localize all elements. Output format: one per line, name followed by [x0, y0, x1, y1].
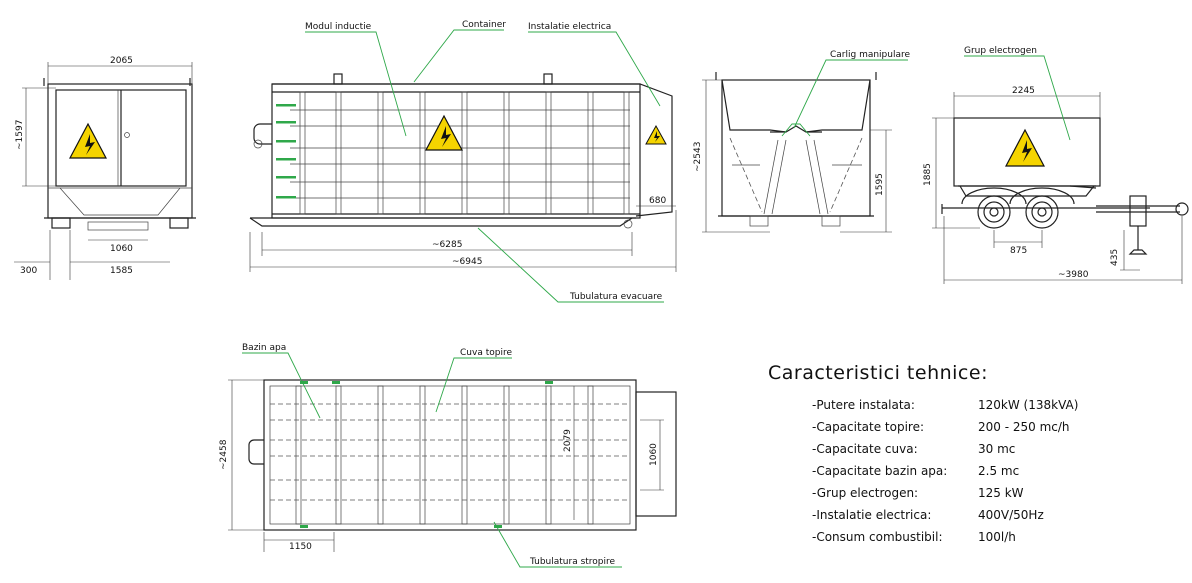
- frame-post: [503, 91, 510, 215]
- dim-gen-height: 1885: [923, 163, 933, 186]
- frame-post: [295, 385, 302, 525]
- spec-row: -Grup electrogen: 125 kW: [768, 486, 1024, 508]
- spec-name: -Grup electrogen:: [812, 486, 919, 500]
- dim-gen-length: ~3980: [1058, 270, 1089, 280]
- spec-row: -Capacitate cuva: 30 mc: [768, 442, 1015, 464]
- top-view: ~2458 2079 1060 1150: [219, 379, 677, 552]
- dim-front-width: 2065: [110, 56, 133, 66]
- technical-specs: Caracteristici tehnice: -Putere instalat…: [768, 362, 1078, 552]
- spec-row: -Consum combustibil: 100l/h: [768, 530, 1016, 552]
- frame-post: [587, 385, 594, 525]
- label-instalatie-electrica: Instalatie electrica: [528, 22, 611, 32]
- spec-value: 30 mc: [978, 442, 1016, 456]
- dim-side-inner-length: ~6285: [432, 240, 462, 250]
- frame-post: [545, 385, 552, 525]
- end-view: ~2543 1595: [693, 72, 892, 233]
- spec-name: -Capacitate cuva:: [812, 442, 918, 456]
- spec-value: 2.5 mc: [978, 464, 1020, 478]
- spec-row: -Putere instalata: 120kW (138kVA): [768, 398, 1078, 420]
- dim-end-inner-height: 1595: [875, 173, 885, 196]
- label-modul-inductie: Modul inductie: [305, 22, 372, 32]
- frame-post: [377, 91, 384, 215]
- frame-post: [587, 91, 594, 215]
- dim-front-offset: 300: [20, 266, 37, 276]
- dim-top-center: 1060: [649, 443, 659, 466]
- label-tubulatura-stropire: Tubulatura stropire: [529, 557, 616, 567]
- dim-top-inner: 2079: [563, 429, 573, 452]
- spec-name: -Consum combustibil:: [812, 530, 943, 544]
- front-view: 2065 ~1597 1060 1585 300: [14, 56, 196, 280]
- spec-value: 400V/50Hz: [978, 508, 1044, 522]
- label-carlig-manipulare: Carlig manipulare: [830, 50, 910, 60]
- frame-post: [419, 91, 426, 215]
- spec-value: 125 kW: [978, 486, 1024, 500]
- dim-top-offset: 1150: [289, 542, 312, 552]
- frame-post: [461, 91, 468, 215]
- labels: Modul inductie Container Instalatie elec…: [242, 20, 1071, 568]
- specs-list: -Putere instalata: 120kW (138kVA) -Capac…: [768, 398, 1078, 552]
- frame-post: [299, 91, 306, 215]
- frame-post: [335, 91, 342, 215]
- generator-view: 2245 1885 875 435 ~3980: [923, 86, 1189, 284]
- dim-gen-axle: 875: [1010, 246, 1027, 256]
- specs-title: Caracteristici tehnice:: [768, 362, 988, 384]
- spec-name: -Capacitate topire:: [812, 420, 925, 434]
- spec-row: -Instalatie electrica: 400V/50Hz: [768, 508, 1044, 530]
- frame-post: [545, 91, 552, 215]
- dim-side-overhang: 680: [649, 196, 666, 206]
- frame-post: [623, 91, 630, 215]
- spec-row: -Capacitate bazin apa: 2.5 mc: [768, 464, 1019, 486]
- label-cuva-topire: Cuva topire: [460, 348, 512, 358]
- spec-row: -Capacitate topire: 200 - 250 mc/h: [768, 420, 1070, 442]
- dim-gen-width: 2245: [1012, 86, 1035, 96]
- spec-name: -Capacitate bazin apa:: [812, 464, 948, 478]
- dim-front-inner: 1060: [110, 244, 133, 254]
- dim-gen-hitch: 435: [1110, 249, 1120, 266]
- label-bazin-apa: Bazin apa: [242, 343, 286, 353]
- dim-side-total-length: ~6945: [452, 257, 482, 267]
- frame-post: [335, 385, 342, 525]
- dim-end-height: ~2543: [693, 142, 703, 172]
- frame-post: [503, 385, 510, 525]
- spec-value: 100l/h: [978, 530, 1016, 544]
- frame-post: [461, 385, 468, 525]
- dim-top-width: ~2458: [219, 439, 229, 470]
- label-container: Container: [462, 20, 506, 30]
- dim-front-height: ~1597: [15, 120, 25, 150]
- label-tubulatura-evacuare: Tubulatura evacuare: [569, 292, 663, 302]
- label-grup-electrogen: Grup electrogen: [964, 46, 1037, 56]
- dim-front-base: 1585: [110, 266, 133, 276]
- side-view: 680 ~6285 ~6945: [249, 73, 677, 272]
- spec-value: 120kW (138kVA): [978, 398, 1079, 412]
- frame-post: [419, 385, 426, 525]
- spec-name: -Instalatie electrica:: [812, 508, 932, 522]
- frame-post: [377, 385, 384, 525]
- spec-value: 200 - 250 mc/h: [978, 420, 1070, 434]
- spec-name: -Putere instalata:: [812, 398, 915, 412]
